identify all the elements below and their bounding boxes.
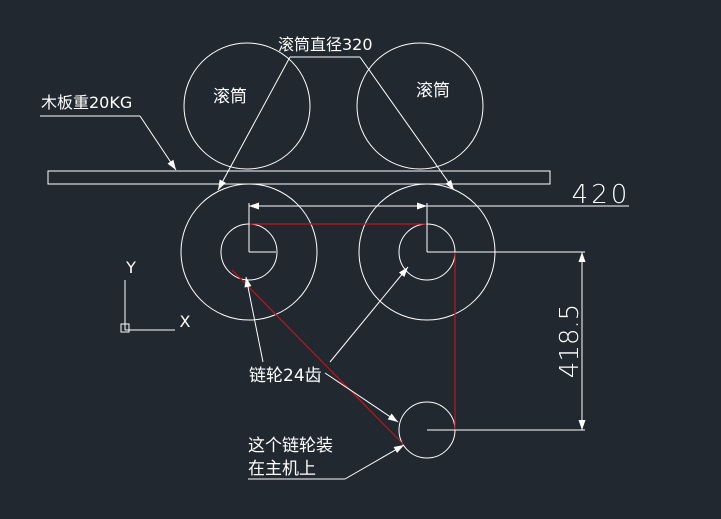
ucs-x-label: X <box>180 312 191 331</box>
ucs-icon <box>120 280 175 333</box>
upper-roller-left <box>183 42 311 170</box>
upper-roller-right <box>356 42 484 170</box>
dimension-420-label: 420 <box>572 180 631 210</box>
ucs-y-label: Y <box>125 258 136 277</box>
leaders <box>40 56 455 480</box>
dimension-418-5-label: 418.5 <box>555 304 585 378</box>
chain <box>231 223 456 446</box>
sprocket-label: 链轮24齿 <box>249 366 322 386</box>
roller-right-label: 滚筒 <box>416 81 450 101</box>
dimension-420 <box>248 202 629 431</box>
lower-roller-left <box>180 183 318 321</box>
motor-note-line2: 在主机上 <box>248 459 316 479</box>
wooden-board <box>47 170 551 185</box>
roller-left-label: 滚筒 <box>213 87 247 107</box>
motor-note-line1: 这个链轮装 <box>248 436 333 456</box>
board-label: 木板重20KG <box>41 93 132 112</box>
roller-diameter-label: 滚筒直径320 <box>278 35 373 54</box>
